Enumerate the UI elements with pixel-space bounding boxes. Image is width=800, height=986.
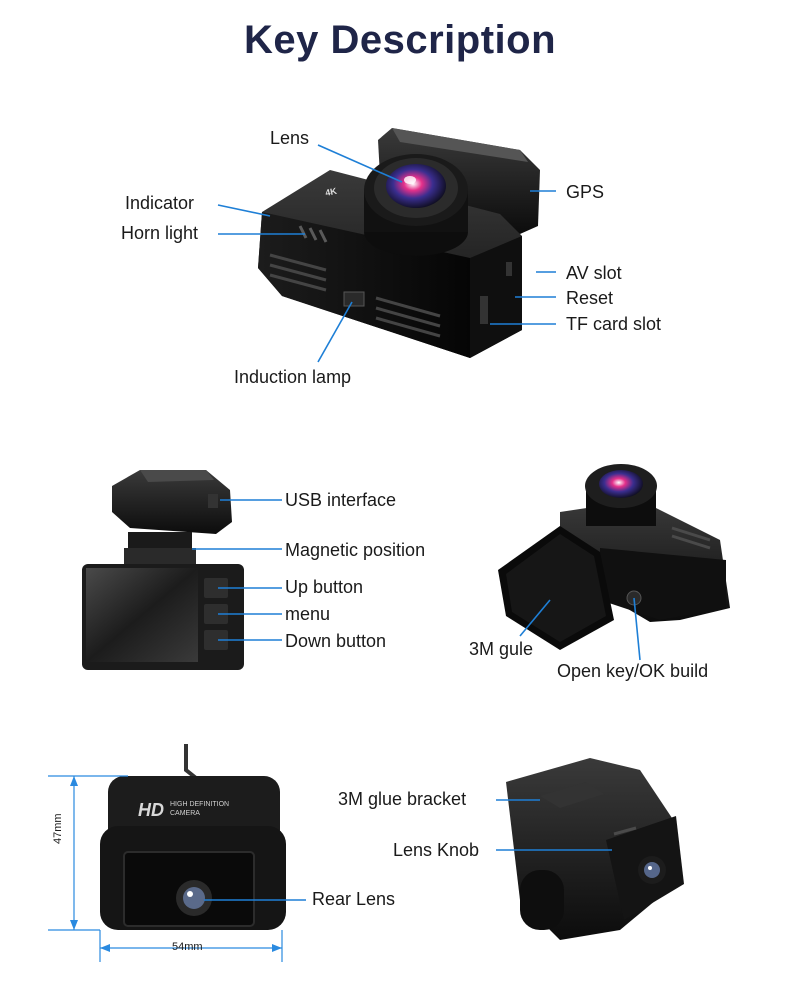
width-dimension: 54mm: [172, 941, 203, 953]
side-view-illustration: [498, 464, 730, 650]
label-av-slot: AV slot: [566, 263, 622, 283]
label-magnetic-position: Magnetic position: [285, 540, 426, 560]
hd-logo: HD: [138, 800, 164, 820]
front-camera-illustration: [258, 128, 540, 358]
page-title: Key Description: [243, 18, 557, 62]
rear-camera-illustration: [100, 744, 286, 930]
label-lens-knob: Lens Knob: [393, 840, 480, 860]
callout-lines-3-right: [496, 799, 612, 851]
label-reset: Reset: [566, 288, 614, 308]
label-horn-light: Horn light: [121, 223, 199, 243]
rear-view-illustration: [82, 470, 244, 670]
label-menu: menu: [285, 604, 331, 624]
label-indicator: Indicator: [125, 193, 195, 213]
dimension-lines: [48, 775, 283, 962]
height-dimension: 47mm: [52, 813, 64, 844]
label-usb-interface: USB interface: [285, 490, 397, 510]
label-up-button: Up button: [285, 577, 364, 597]
hd-text-line1: HIGH DEFINITION: [170, 801, 229, 808]
callout-lines-2-left: [192, 499, 282, 641]
label-3m-glue: 3M gule: [469, 639, 534, 659]
label-gps: GPS: [566, 182, 605, 202]
label-open-key: Open key/OK build: [557, 661, 709, 681]
hd-text-line2: CAMERA: [170, 810, 200, 817]
label-induction-lamp: Induction lamp: [234, 367, 352, 387]
label-tf-card-slot: TF card slot: [566, 314, 662, 334]
callout-lines-1: [217, 144, 556, 363]
4k-badge: 4K: [324, 186, 338, 198]
label-lens: Lens: [270, 128, 310, 148]
label-down-button: Down button: [285, 631, 387, 651]
label-3m-glue-bracket: 3M glue bracket: [338, 789, 467, 809]
callout-lines-2-right: [519, 597, 641, 661]
label-rear-lens: Rear Lens: [312, 889, 396, 909]
bracket-illustration: [506, 758, 684, 940]
